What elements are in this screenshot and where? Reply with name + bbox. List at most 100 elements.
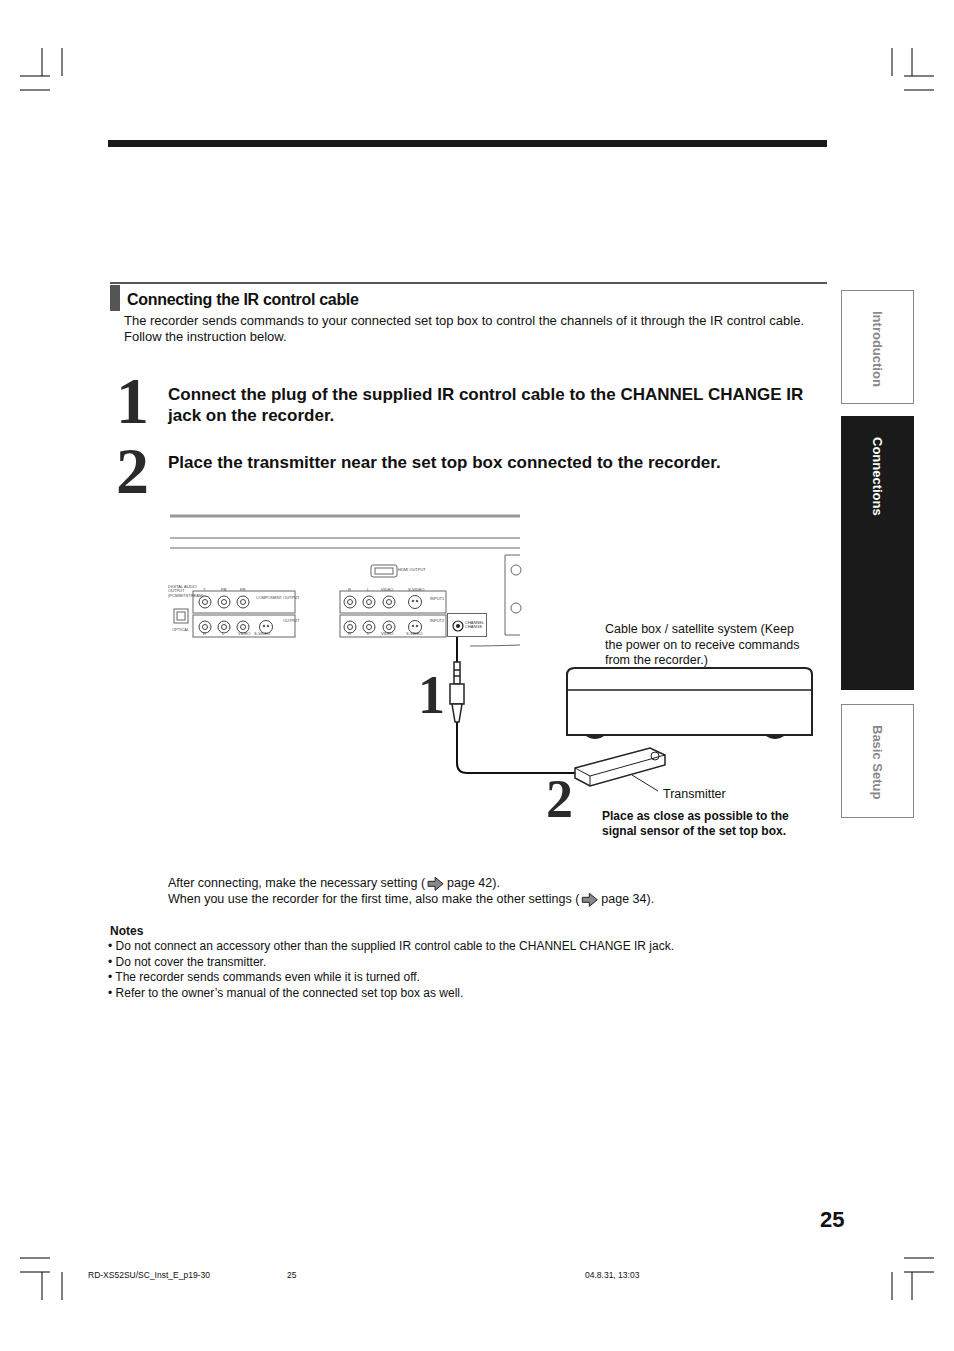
transmitter-edge <box>575 755 665 786</box>
panel-label: R <box>203 632 206 636</box>
panel-label: PB <box>221 588 226 592</box>
top-rule <box>108 140 827 147</box>
panel-label: L <box>367 588 369 592</box>
s-video-jack <box>409 596 422 609</box>
rca-jack-center <box>222 600 227 605</box>
rca-jack-center <box>241 625 246 630</box>
step-text: Place the transmitter near the set top b… <box>168 452 828 473</box>
page-ref-icon <box>428 877 443 890</box>
panel-label: S-VIDEO <box>408 588 424 592</box>
page-ref-icon <box>582 893 597 906</box>
rca-jack-center <box>387 625 392 630</box>
rca-jack-center <box>348 600 353 605</box>
placement-note: Place as close as possible to the signal… <box>602 809 817 839</box>
panel-label: DIGITAL AUDIO OUTPUT (PCM/BITSTREAM) <box>168 585 198 598</box>
footer-text: 25 <box>287 1270 296 1281</box>
rca-jack-center <box>387 600 392 605</box>
jack-symbol <box>449 614 465 636</box>
transmitter-lens <box>651 752 659 760</box>
body-text: After connecting, make the necessary set… <box>168 876 425 892</box>
transmitter-body <box>575 748 665 786</box>
body-text: page 34). <box>601 892 654 908</box>
panel-label: VIDEO <box>381 632 393 636</box>
note-item: • The recorder sends commands even while… <box>108 970 420 985</box>
channel-change-jack: CHANNEL CHANGE <box>447 613 487 637</box>
step-number: 1 <box>116 368 149 434</box>
device-label: Cable box / satellite system (Keep the p… <box>605 622 805 669</box>
cable-box <box>567 668 812 739</box>
panel-label: L <box>222 632 224 636</box>
panel-label: L <box>367 632 369 636</box>
callout-number: 1 <box>418 668 445 722</box>
rca-jack-center <box>222 625 227 630</box>
panel-label: HDMI OUTPUT <box>398 568 426 572</box>
rca-jack-center <box>367 625 372 630</box>
footer-text: 04.8.31, 13:03 <box>585 1270 639 1281</box>
s-video-pin <box>412 625 414 627</box>
body-text: When you use the recorder for the first … <box>168 892 579 908</box>
rca-jack <box>363 596 375 608</box>
panel-label: OUTPUT <box>283 619 299 623</box>
av-jacks <box>199 596 422 634</box>
tab-label: Connections <box>870 437 885 516</box>
panel-label: Y <box>203 588 206 592</box>
s-video-pin <box>416 600 418 602</box>
panel-label: VIDEO <box>238 632 250 636</box>
crop-marks <box>20 48 934 1300</box>
s-video-pin <box>267 625 269 627</box>
section-heading: Connecting the IR control cable <box>127 290 359 310</box>
panel-label: S-VIDEO <box>254 632 270 636</box>
body-text: The recorder sends commands to your conn… <box>124 313 814 346</box>
panel-label: OPTICAL <box>172 628 189 632</box>
notes-heading: Notes <box>110 924 143 939</box>
panel-label: VIDEO <box>381 588 393 592</box>
rca-jack-center <box>348 625 353 630</box>
body-text: page 42). <box>447 876 500 892</box>
jack-ring <box>453 621 463 631</box>
section-rule <box>110 282 827 284</box>
panel-label: R <box>348 588 351 592</box>
rca-jack-center <box>367 600 372 605</box>
transmitter: Transmitter <box>572 745 732 807</box>
rca-jack <box>383 596 395 608</box>
leader-line <box>632 775 658 791</box>
panel-label: INPUT2 <box>430 619 444 623</box>
page-number: 25 <box>820 1206 844 1234</box>
tab-label: Basic Setup <box>870 725 885 799</box>
callout-number: 2 <box>546 772 573 826</box>
step-number: 2 <box>116 438 149 504</box>
note-item: • Do not cover the transmitter. <box>108 955 266 970</box>
cable-box: Cable box / satellite system (Keep the p… <box>565 620 815 673</box>
s-video-pin <box>416 625 418 627</box>
panel-label: PR <box>240 588 246 592</box>
side-tab-active: Connections <box>841 416 914 690</box>
footer-text: RD-XS52SU/SC_Inst_E_p19-30 <box>88 1270 210 1281</box>
note-item: • Refer to the owner’s manual of the con… <box>108 986 463 1001</box>
rca-jack-center <box>203 625 208 630</box>
jack-hole <box>456 624 460 628</box>
section-marker <box>110 285 120 311</box>
panel-label: S-VIDEO <box>406 632 422 636</box>
side-tab: Basic Setup <box>841 704 914 818</box>
ir-cable <box>457 637 575 773</box>
part-label: Transmitter <box>663 787 726 803</box>
rca-jack <box>237 596 249 608</box>
panel-label: INPUT1 <box>430 597 444 601</box>
rca-jack-center <box>241 600 246 605</box>
rca-jack <box>199 596 211 608</box>
rca-jack <box>218 596 230 608</box>
s-video-pin <box>263 625 265 627</box>
tab-label: Introduction <box>870 311 885 387</box>
step-text: Connect the plug of the supplied IR cont… <box>168 384 818 427</box>
recorder-rear-panel <box>170 516 521 646</box>
rca-jack-center <box>203 600 208 605</box>
side-tab: Introduction <box>841 290 914 404</box>
s-video-pin <box>412 600 414 602</box>
panel-label: COMPONENT OUTPUT <box>256 596 299 600</box>
rca-jack <box>344 596 356 608</box>
jack-label: CHANNEL CHANGE <box>465 621 487 630</box>
